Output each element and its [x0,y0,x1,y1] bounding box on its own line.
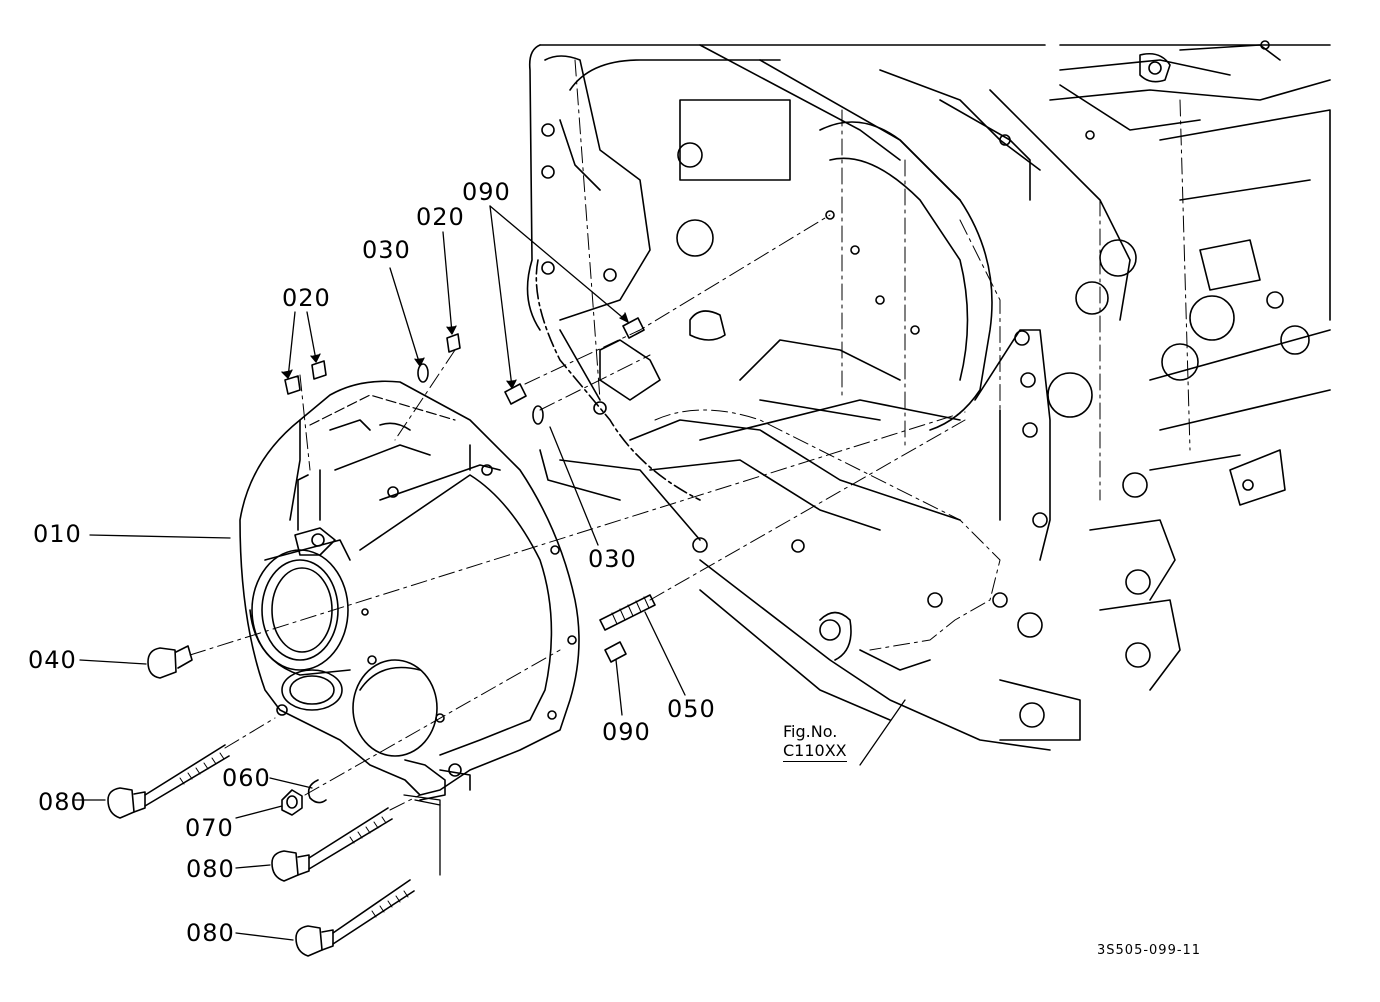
callout-070: 070 [185,814,234,842]
figure-reference-number: C110XX [783,741,847,763]
callout-050: 050 [667,695,716,723]
callout-030-top: 030 [362,236,411,264]
small-parts [107,317,656,957]
callout-020-left: 020 [282,284,331,312]
callout-090-top: 090 [462,178,511,206]
callout-080-top: 080 [38,788,87,816]
callout-040: 040 [28,646,77,674]
leader-lines [74,205,906,941]
cover-housing [239,380,580,801]
callout-080-middle: 080 [186,855,235,883]
figure-reference: Fig.No. C110XX [783,722,847,763]
long-bolt-2 [271,807,393,882]
long-bolt-1 [107,744,230,819]
callout-080-bottom: 080 [186,919,235,947]
callout-060: 060 [222,764,271,792]
figure-reference-label: Fig.No. [783,722,838,741]
callout-010: 010 [33,520,82,548]
callout-030-bottom: 030 [588,545,637,573]
transmission-case [526,40,1331,751]
long-bolt-3 [295,879,415,957]
alignment-lines [189,214,966,811]
drawing-code: 3S505-099-11 [1097,943,1202,958]
callout-090-bottom: 090 [602,718,651,746]
callout-020-right: 020 [416,203,465,231]
